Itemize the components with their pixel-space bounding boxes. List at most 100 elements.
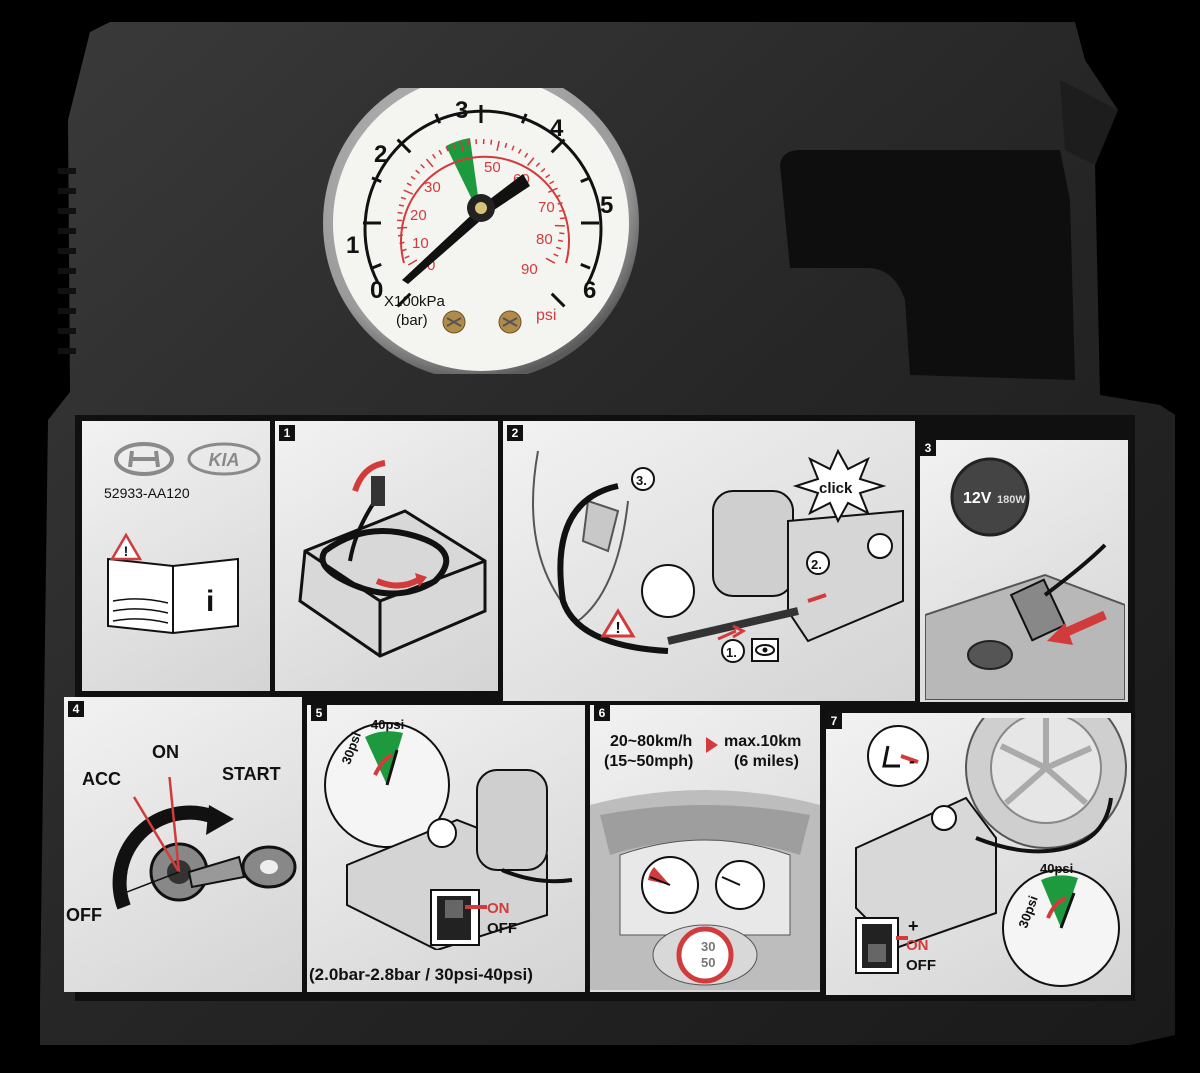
gauge-psi-tick-mark [425, 158, 434, 168]
step-7-illustration: 30psi 40psi [855, 718, 1127, 987]
gauge-psi-tick-90: 90 [521, 261, 538, 278]
gauge-psi-tick-mark [555, 246, 562, 250]
gauge-psi-tick-0: 0 [427, 257, 435, 274]
gauge-bar-tick-6: 6 [583, 277, 596, 304]
svg-text:KIA: KIA [209, 450, 240, 470]
step-2-marker-2: 2. [811, 557, 822, 572]
dashboard-illustration [590, 790, 820, 990]
gauge-psi-tick-mark [545, 174, 551, 179]
step-6-distance-line-2: (6 miles) [734, 753, 799, 770]
step-6-number: 6 [594, 705, 610, 721]
gauge-psi-tick-70: 70 [538, 199, 555, 216]
hyundai-logo [114, 442, 174, 476]
gauge-bar-tick-mark [580, 176, 591, 184]
gauge-psi-tick-mark [398, 204, 405, 207]
step-4-number: 4 [68, 701, 84, 717]
gauge-psi-tick-10: 10 [412, 235, 429, 252]
step-1-panel: 1 [275, 421, 498, 691]
ignition-acc-label: ACC [82, 769, 121, 789]
gauge-psi-tick-mark [406, 182, 412, 187]
gauge-psi-tick-mark [399, 241, 405, 245]
gauge-psi-tick-mark [540, 167, 546, 173]
compressor-unpack-illustration [298, 460, 487, 658]
step-7-psi-high: 40psi [1040, 861, 1073, 876]
gauge-bar-tick-mark [371, 262, 382, 270]
gauge-bar-tick-mark [550, 138, 566, 154]
svg-text:!: ! [615, 620, 620, 637]
brand-info-panel: KIA 52933-AA120 i ! [82, 421, 270, 691]
gauge-psi-tick-80: 80 [536, 231, 553, 248]
gauge-unit-psi: psi [536, 307, 556, 324]
power-socket-illustration: 12V 180W [925, 457, 1125, 700]
gauge-bar-tick-4: 4 [550, 115, 564, 142]
gauge-bar-tick-mark [580, 262, 591, 270]
ignition-key-illustration [112, 777, 297, 910]
svg-text:!: ! [124, 543, 129, 559]
ignition-off-label: OFF [66, 905, 102, 925]
gauge-psi-tick-mark [490, 139, 493, 145]
gauge-psi-tick-mark [557, 202, 563, 205]
step-6-sign-top: 30 [701, 939, 716, 954]
gauge-psi-tick-mark [557, 239, 564, 243]
step-5-power-switch [430, 889, 487, 946]
step-6-speed-line-1: 20~80km/h [610, 733, 693, 750]
gauge-psi-tick-30: 30 [424, 179, 441, 196]
gauge-psi-tick-mark [553, 253, 559, 257]
gauge-psi-tick-mark [545, 257, 556, 264]
gauge-bar-tick-mark [434, 113, 442, 124]
gauge-bar-tick-mark [550, 292, 566, 308]
gauge-psi-tick-mark [431, 153, 437, 159]
step-5-switch-off: OFF [487, 920, 517, 937]
step-5-pressure-range: (2.0bar-2.8bar / 30psi-40psi) [309, 965, 533, 984]
step-2-number: 2 [507, 425, 523, 441]
gauge-psi-tick-mark [549, 180, 555, 185]
step-5-switch-on: ON [487, 900, 510, 917]
gauge-psi-tick-mark [407, 259, 418, 266]
gauge-psi-tick-50: 50 [484, 159, 501, 176]
gauge-bar-tick-0: 0 [370, 277, 383, 304]
gauge-bar-tick-mark [396, 138, 412, 154]
gauge-psi-tick-mark [535, 162, 541, 167]
gauge-psi-tick-mark [415, 169, 420, 174]
step-6-sign-bottom: 50 [701, 955, 716, 970]
step-4-panel: 4 ACC ON START OFF [64, 697, 302, 992]
step-2-click-text: click [819, 480, 853, 497]
gauge-psi-tick-mark [410, 175, 416, 180]
gauge-psi-tick-20: 20 [410, 207, 427, 224]
gauge-needle [402, 174, 530, 284]
svg-text:i: i [206, 585, 214, 618]
gauge-psi-tick-mark [517, 148, 522, 154]
gauge-psi-tick-mark [445, 146, 449, 152]
kia-logo: KIA [187, 442, 261, 476]
gauge-psi-tick-mark [400, 196, 406, 200]
step-7-panel: 7 30psi 40psi - + ON OFF [826, 713, 1131, 995]
gauge-psi-tick-mark [524, 152, 529, 158]
step-7-switch-on: ON [906, 937, 929, 954]
step-2-panel: 2 ! 3. 2. 1. click [503, 421, 915, 701]
gauge-psi-tick-mark [526, 157, 535, 166]
tire-connection-illustration: ! 3. 2. 1. click [532, 448, 904, 663]
socket-wattage: 180W [997, 494, 1026, 506]
gauge-bar-tick-3: 3 [455, 97, 468, 124]
step-6-speed-line-2: (15~50mph) [604, 753, 694, 770]
ignition-on-label: ON [152, 742, 179, 762]
step-6-panel: 6 20~80km/h (15~50mph) max.10km (6 miles… [590, 705, 820, 992]
step-1-number: 1 [279, 425, 295, 441]
gauge-bar-tick-mark [520, 113, 528, 124]
gauge-psi-tick-mark [452, 143, 456, 149]
ignition-start-label: START [222, 764, 281, 784]
gauge-psi-tick-mark [548, 187, 558, 193]
gauge-psi-tick-mark [397, 211, 403, 214]
socket-voltage: 12V [963, 490, 992, 507]
manual-book-icon: i ! [107, 532, 239, 635]
gauge-psi-tick-mark [511, 145, 515, 151]
gauge-psi-tick-mark [401, 248, 407, 252]
gauge-bar-tick-1: 1 [346, 232, 359, 259]
gauge-psi-tick-mark [558, 209, 565, 212]
step-7-plus: + [908, 916, 919, 936]
step-5-pressure-illustration: 30psi 40psi [324, 717, 573, 950]
gauge-psi-tick-mark [459, 141, 464, 152]
step-7-number: 7 [826, 713, 842, 729]
gauge-bar-tick-5: 5 [600, 192, 613, 219]
gauge-psi-tick-mark [559, 232, 565, 235]
